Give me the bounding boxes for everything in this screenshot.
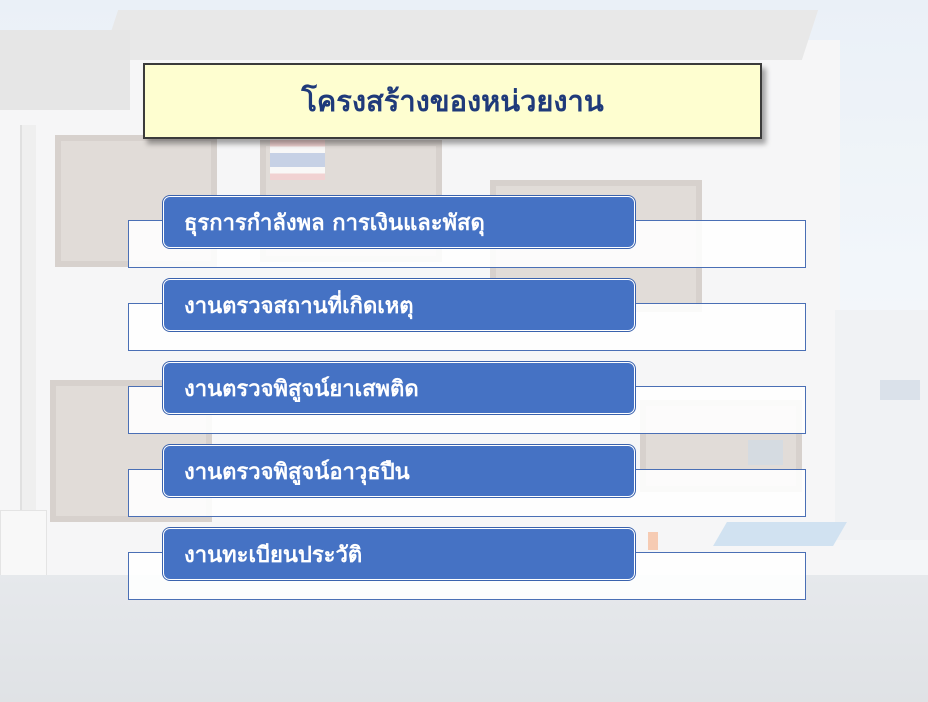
unit-item: งานตรวจพิสูจน์อาวุธปืน <box>128 445 806 517</box>
page-title: โครงสร้างของหน่วยงาน <box>301 84 604 118</box>
flag <box>270 140 325 180</box>
unit-item: งานทะเบียนประวัติ <box>128 528 806 600</box>
blue-sign <box>748 440 783 465</box>
unit-label-box: ธุรการกำลังพล การเงินและพัสดุ <box>163 196 635 248</box>
title-box: โครงสร้างของหน่วยงาน <box>143 63 762 139</box>
traffic-cone <box>648 532 658 550</box>
side-sign <box>880 380 920 400</box>
side-building <box>835 310 928 540</box>
pillar <box>20 125 36 580</box>
unit-item: ธุรการกำลังพล การเงินและพัสดุ <box>128 196 806 268</box>
air-conditioner <box>0 510 47 582</box>
unit-item: งานตรวจสถานที่เกิดเหตุ <box>128 279 806 351</box>
roof-left <box>0 30 130 110</box>
unit-label: งานตรวจพิสูจน์ยาเสพติด <box>184 376 419 402</box>
unit-label-box: งานทะเบียนประวัติ <box>163 528 635 580</box>
unit-label-box: งานตรวจสถานที่เกิดเหตุ <box>163 279 635 331</box>
unit-label: งานตรวจพิสูจน์อาวุธปืน <box>184 459 410 485</box>
unit-item: งานตรวจพิสูจน์ยาเสพติด <box>128 362 806 434</box>
unit-label-box: งานตรวจพิสูจน์อาวุธปืน <box>163 445 635 497</box>
unit-label: ธุรการกำลังพล การเงินและพัสดุ <box>184 210 485 236</box>
unit-label: งานตรวจสถานที่เกิดเหตุ <box>184 293 414 319</box>
unit-label-box: งานตรวจพิสูจน์ยาเสพติด <box>163 362 635 414</box>
unit-label: งานทะเบียนประวัติ <box>184 542 363 568</box>
